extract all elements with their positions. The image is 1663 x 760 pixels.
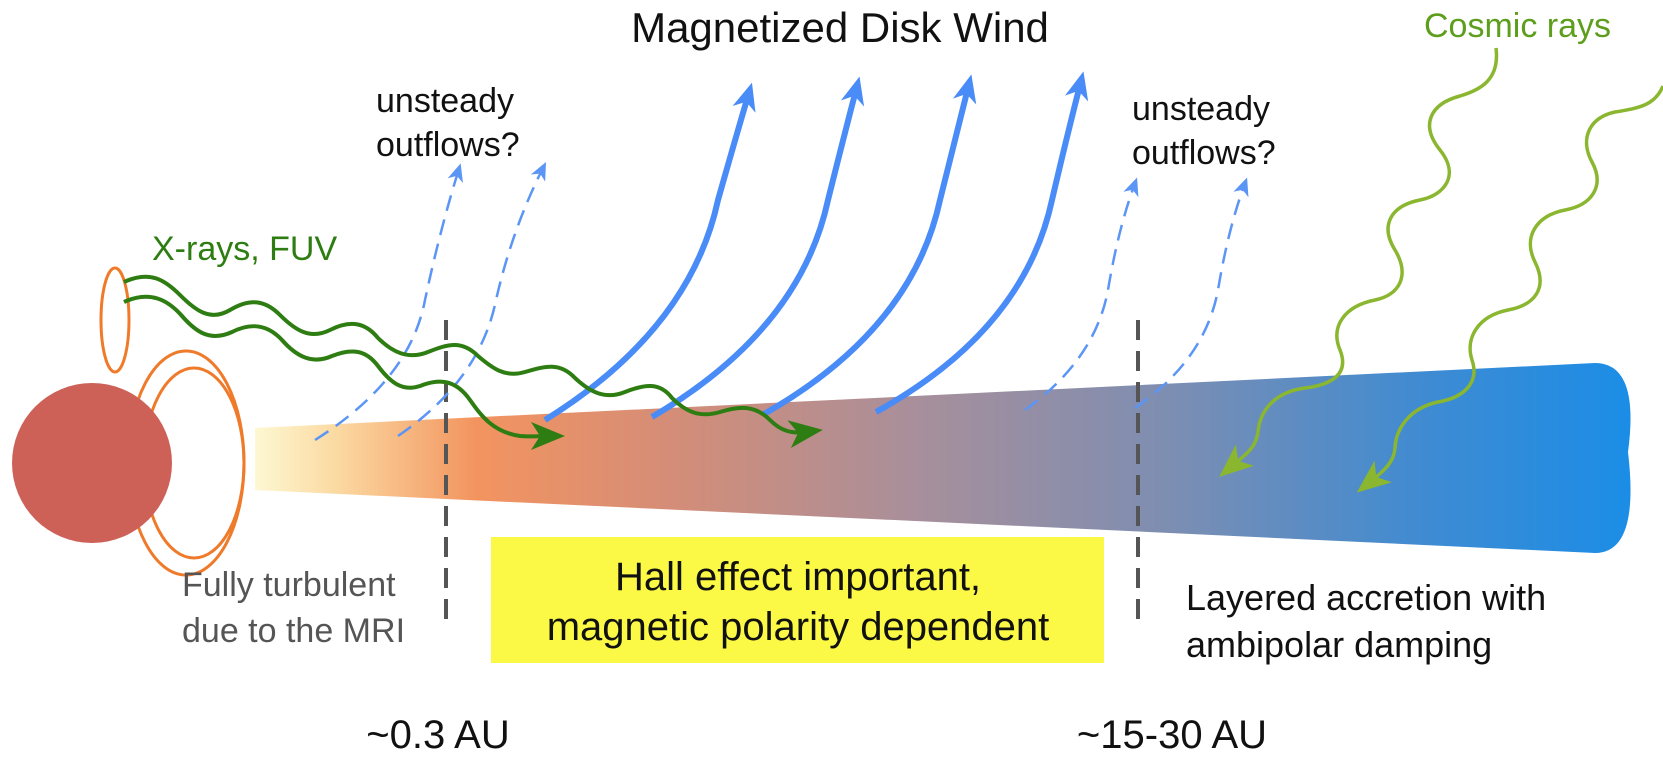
unsteady-outflows-right-label-line2: outflows? (1132, 134, 1276, 172)
layered-accretion-label-line2: ambipolar damping (1186, 624, 1492, 665)
hall-effect-box (491, 537, 1104, 663)
unsteady-outflows-left-label-line2: outflows? (376, 126, 520, 164)
diagram-title: Magnetized Disk Wind (631, 4, 1049, 51)
turbulent-label-line1: Fully turbulent (182, 566, 396, 604)
cosmic-rays-label: Cosmic rays (1424, 7, 1611, 45)
xray-fuv-label: X-rays, FUV (152, 230, 337, 268)
unsteady-outflows-left-label-line1: unsteady (376, 82, 514, 120)
layered-accretion-label-line1: Layered accretion with (1186, 577, 1546, 618)
xray-fuv-rays (123, 274, 823, 451)
turbulent-label-line2: due to the MRI (182, 612, 405, 650)
hall-effect-label-line1: Hall effect important, (615, 555, 981, 599)
unsteady-outflows-outer (1024, 177, 1249, 412)
hall-effect-label-line2: magnetic polarity dependent (547, 605, 1050, 649)
radius-outer-label: ~15-30 AU (1077, 713, 1267, 757)
cosmic-rays (1219, 47, 1663, 493)
unsteady-outflows-right-label-line1: unsteady (1132, 90, 1270, 128)
central-star (12, 383, 172, 543)
protoplanetary-disk (255, 363, 1631, 553)
disk-wind-streamlines (543, 71, 1089, 423)
radius-inner-label: ~0.3 AU (366, 713, 509, 757)
unsteady-outflows-inner (314, 161, 547, 442)
